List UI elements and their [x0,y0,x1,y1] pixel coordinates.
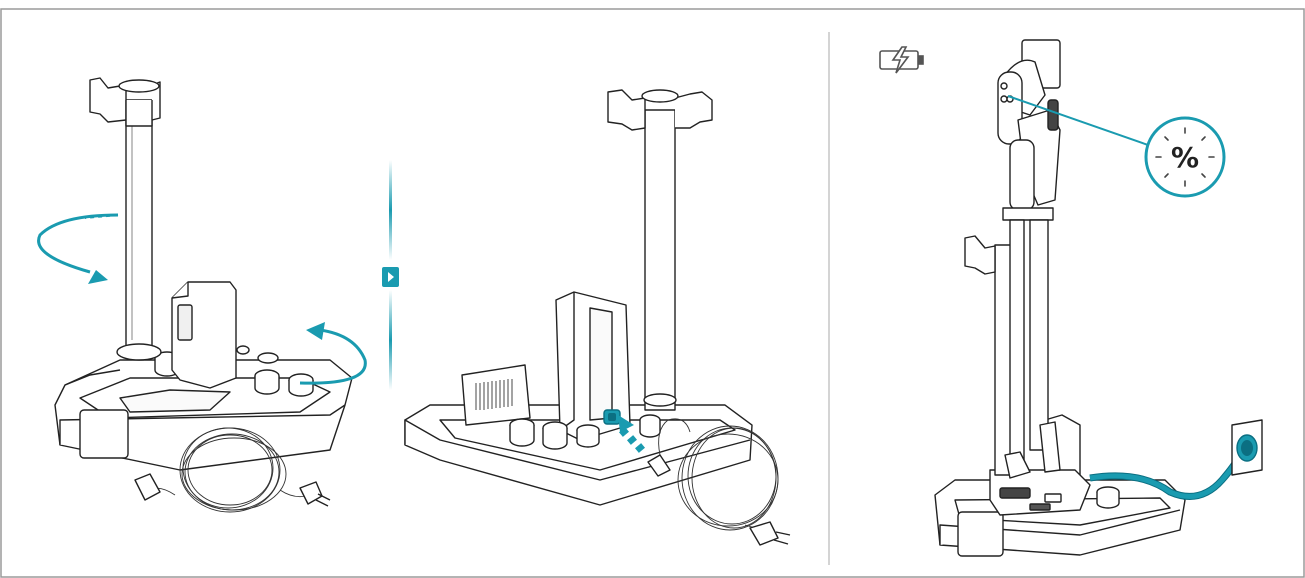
base-station-3 [934,235,1186,557]
plug-2 [647,454,791,546]
panel-step-3 [934,39,1263,557]
rotate-arrow-left [37,213,119,284]
callout-line [1007,95,1149,146]
panel-step-2 [404,89,791,546]
step-indicator [382,160,399,390]
base-station-1 [54,77,353,471]
rotate-arrow-right [299,322,367,385]
power-cable-1 [149,427,311,513]
vacuum-cleaner [997,39,1061,479]
plug-1 [134,473,331,507]
battery-level-badge: % [1144,116,1226,198]
panel-step-1 [54,77,353,513]
outer-frame [0,8,1305,578]
wall-socket [1231,419,1263,476]
battery-charging-icon [879,46,924,74]
insert-arrow [618,415,645,453]
percent-symbol: % [1171,141,1199,174]
